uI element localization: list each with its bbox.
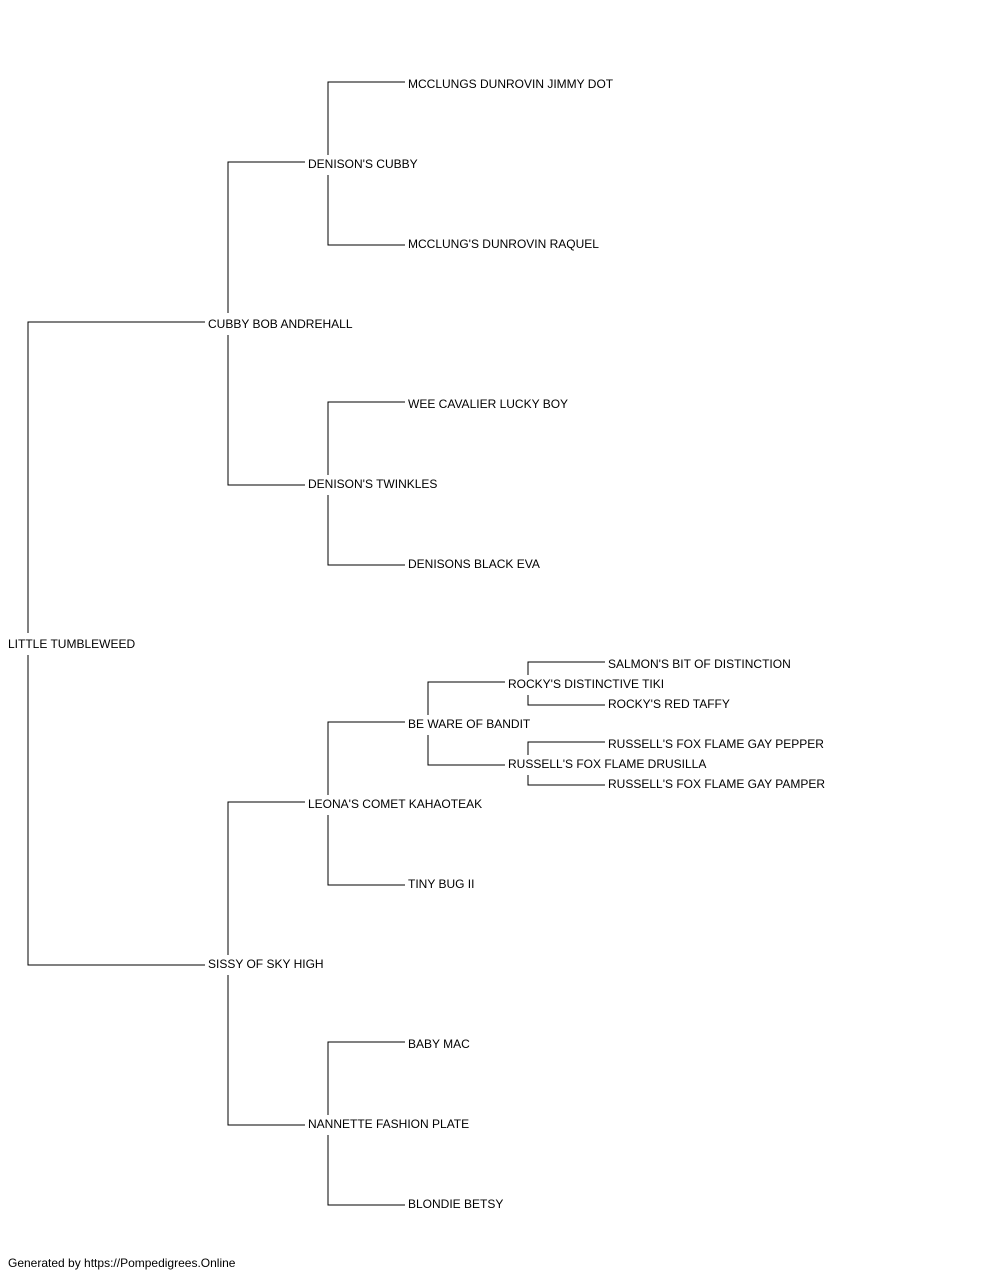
dam-sire-dam-name[interactable]: TINY BUG II bbox=[408, 877, 474, 891]
dam-sire-sire-dam-dam-name[interactable]: RUSSELL'S FOX FLAME GAY PAMPER bbox=[608, 777, 825, 791]
dam-sire-sire-sire-dam-name[interactable]: ROCKY'S RED TAFFY bbox=[608, 697, 730, 711]
dam-dam-dam-name[interactable]: BLONDIE BETSY bbox=[408, 1197, 503, 1211]
connector-dd-sire bbox=[327, 1041, 405, 1115]
dam-sire-name[interactable]: LEONA'S COMET KAHAOTEAK bbox=[308, 797, 482, 811]
dam-sire-sire-dam-name[interactable]: RUSSELL'S FOX FLAME DRUSILLA bbox=[508, 757, 706, 771]
subject-name[interactable]: LITTLE TUMBLEWEED bbox=[8, 637, 135, 651]
connector-dss-dam bbox=[427, 735, 505, 766]
dam-dam-name[interactable]: NANNETTE FASHION PLATE bbox=[308, 1117, 469, 1131]
sire-sire-dam-name[interactable]: MCCLUNG'S DUNROVIN RAQUEL bbox=[408, 237, 599, 251]
connector-dd-dam bbox=[327, 1135, 405, 1206]
connector-sd-dam bbox=[327, 495, 405, 566]
connector-subject-dam bbox=[27, 655, 205, 966]
sire-sire-name[interactable]: DENISON'S CUBBY bbox=[308, 157, 418, 171]
connector-sire-sire bbox=[227, 161, 305, 313]
connector-sd-sire bbox=[327, 401, 405, 475]
connector-sire-dam bbox=[227, 335, 305, 486]
connector-dam-dam bbox=[227, 975, 305, 1126]
dam-sire-sire-name[interactable]: BE WARE OF BANDIT bbox=[408, 717, 531, 731]
connector-subject-sire bbox=[27, 321, 205, 633]
dam-sire-sire-sire-sire-name[interactable]: SALMON'S BIT OF DISTINCTION bbox=[608, 657, 791, 671]
tree-labels: LITTLE TUMBLEWEED CUBBY BOB ANDREHALL SI… bbox=[8, 77, 825, 1211]
connector-ss-dam bbox=[327, 175, 405, 246]
connector-dam-sire bbox=[227, 801, 305, 955]
connector-dsss-sire bbox=[527, 661, 605, 675]
sire-name[interactable]: CUBBY BOB ANDREHALL bbox=[208, 317, 353, 331]
connector-ds-sire bbox=[327, 721, 405, 795]
connector-dss-sire bbox=[427, 681, 505, 715]
connector-dsss-dam bbox=[527, 695, 605, 706]
generated-by-footer: Generated by https://Pompedigrees.Online bbox=[8, 1256, 236, 1270]
sire-dam-dam-name[interactable]: DENISONS BLACK EVA bbox=[408, 557, 540, 571]
sire-dam-sire-name[interactable]: WEE CAVALIER LUCKY BOY bbox=[408, 397, 568, 411]
connector-dssd-dam bbox=[527, 775, 605, 786]
dam-dam-sire-name[interactable]: BABY MAC bbox=[408, 1037, 470, 1051]
tree-connectors bbox=[27, 81, 605, 1206]
dam-sire-sire-sire-name[interactable]: ROCKY'S DISTINCTIVE TIKI bbox=[508, 677, 664, 691]
connector-ds-dam bbox=[327, 815, 405, 886]
dam-sire-sire-dam-sire-name[interactable]: RUSSELL'S FOX FLAME GAY PEPPER bbox=[608, 737, 824, 751]
connector-ss-sire bbox=[327, 81, 405, 155]
sire-sire-sire-name[interactable]: MCCLUNGS DUNROVIN JIMMY DOT bbox=[408, 77, 614, 91]
sire-dam-name[interactable]: DENISON'S TWINKLES bbox=[308, 477, 437, 491]
dam-name[interactable]: SISSY OF SKY HIGH bbox=[208, 957, 324, 971]
connector-dssd-sire bbox=[527, 741, 605, 755]
